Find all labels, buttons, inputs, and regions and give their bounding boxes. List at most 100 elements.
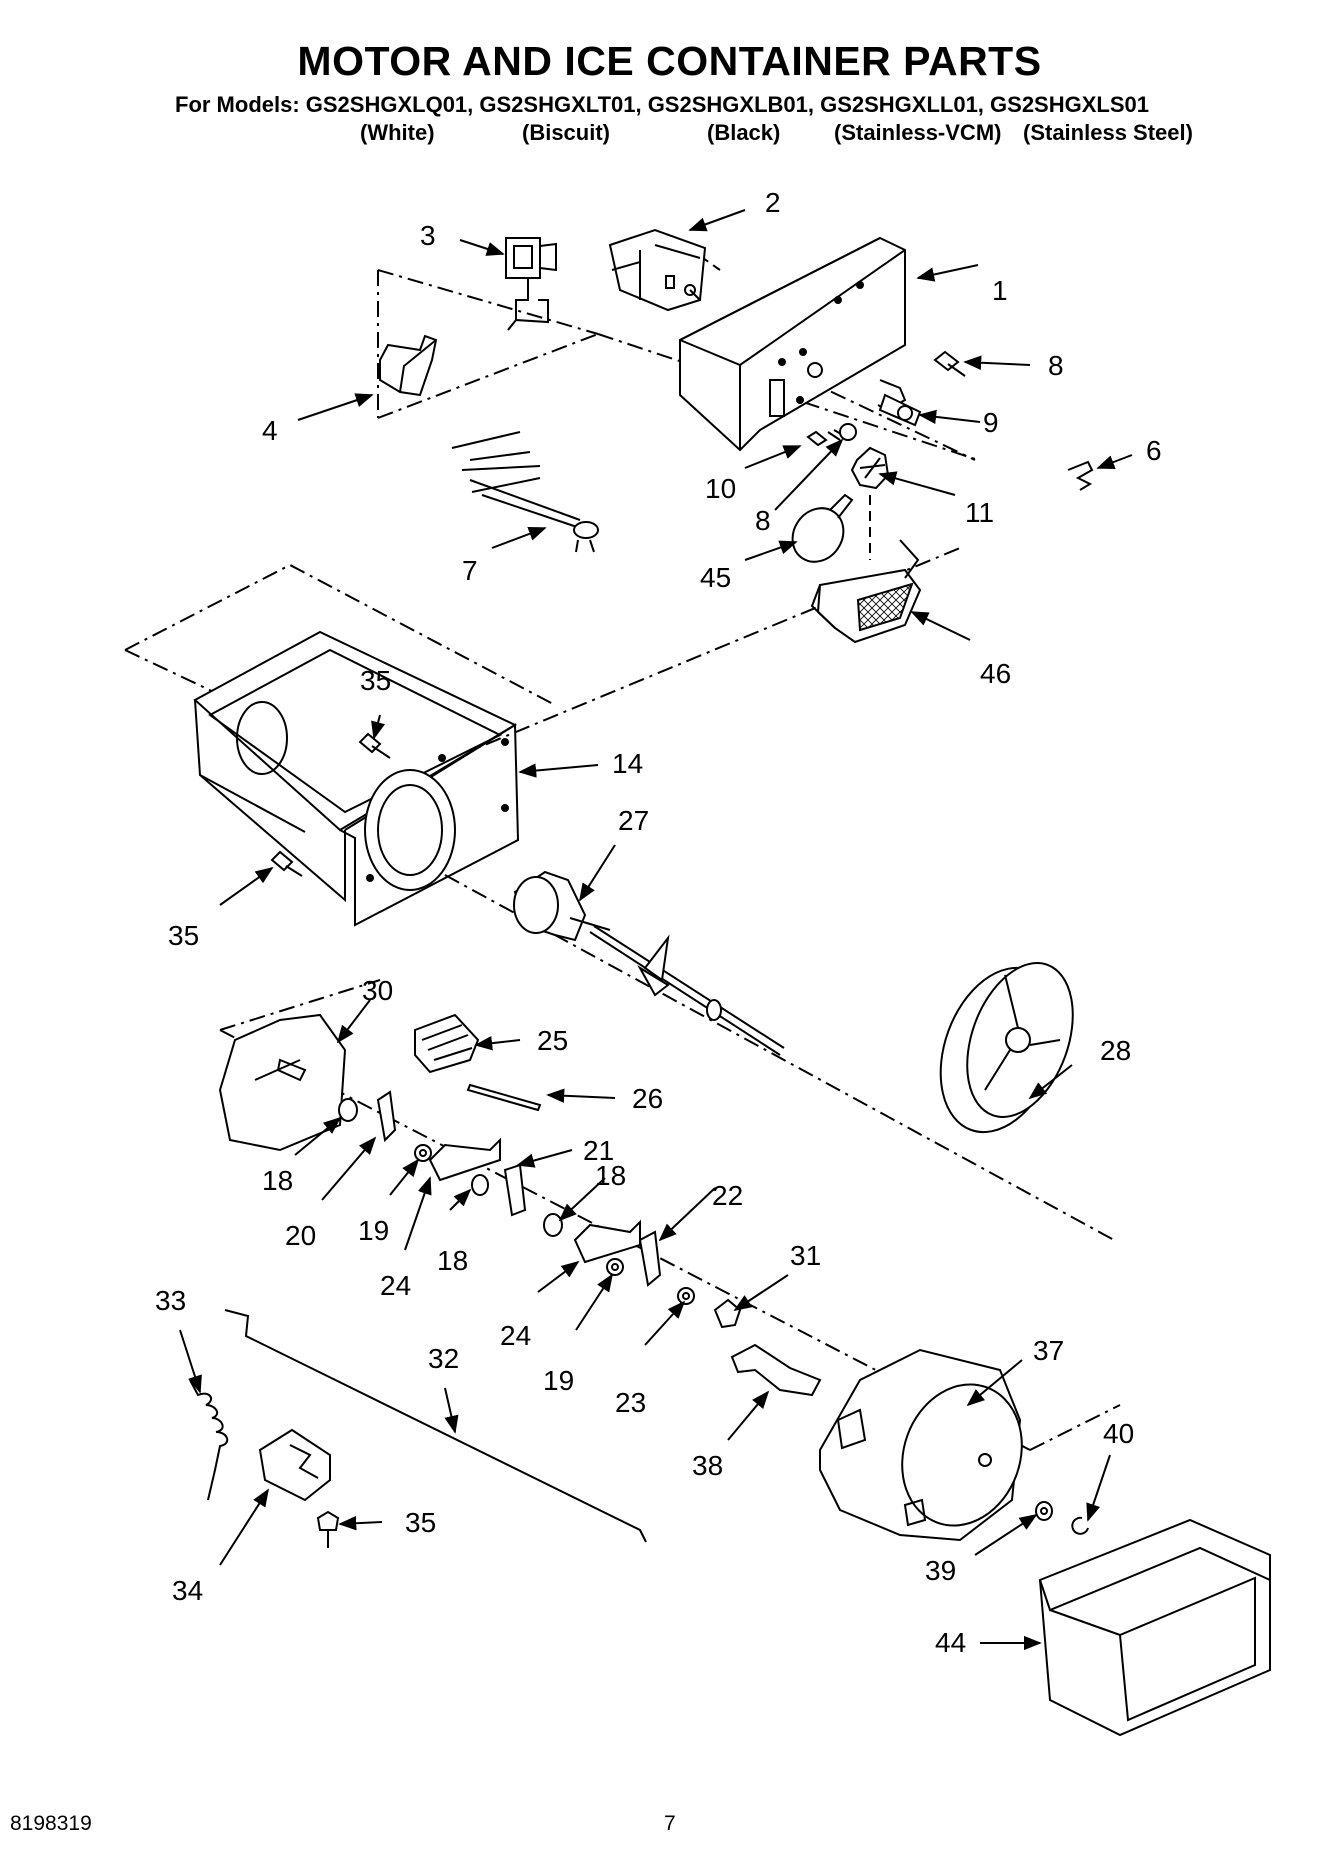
leader-10 (744, 445, 802, 469)
leader-7 (491, 526, 547, 549)
clip-part-6 (1067, 460, 1094, 491)
coupler-part-38 (730, 1343, 822, 1397)
auger-part-27 (513, 870, 785, 1056)
page-title: MOTOR AND ICE CONTAINER PARTS (297, 38, 1042, 84)
leader-8b (774, 438, 844, 511)
bracket-part-34 (258, 1428, 331, 1502)
callout-3: 3 (420, 220, 436, 251)
leader-25 (474, 1036, 521, 1051)
leader-38 (727, 1390, 770, 1441)
leader-45 (744, 540, 798, 561)
callout-18b: 18 (437, 1245, 468, 1276)
leader-19b (575, 1273, 613, 1331)
leader-14 (518, 763, 599, 778)
leader-19a (389, 1158, 420, 1196)
color-biscuit: (Biscuit) (522, 120, 610, 145)
valve-part-3 (505, 237, 557, 331)
bulb-part-45 (791, 493, 854, 563)
ice-container-part-14 (193, 630, 520, 927)
callout-2: 2 (765, 187, 781, 218)
leader-30 (336, 999, 371, 1044)
screw-part-35-a (358, 732, 391, 759)
callout-21: 21 (583, 1135, 614, 1166)
callout-9: 9 (983, 407, 999, 438)
callout-23: 23 (615, 1387, 646, 1418)
callout-24b: 24 (500, 1320, 531, 1351)
screw-part-35-c (316, 1510, 340, 1548)
leader-8a (963, 355, 1031, 370)
leader-22 (658, 1187, 716, 1242)
color-stainless-steel: (Stainless Steel) (1023, 120, 1193, 145)
callout-35a: 35 (360, 665, 391, 696)
callout-19b: 19 (543, 1365, 574, 1396)
dashed-plane-shaft (219, 874, 1121, 1451)
callout-24a: 24 (380, 1270, 411, 1301)
ring-part-40 (1071, 1516, 1089, 1535)
leader-40 (1086, 1454, 1111, 1522)
callout-14: 14 (612, 748, 643, 779)
leader-35b (219, 866, 274, 906)
leader-3 (459, 239, 505, 256)
color-stainless-vcm: (Stainless-VCM) (834, 120, 1002, 145)
callout-8a: 8 (1048, 350, 1064, 381)
callout-28: 28 (1100, 1035, 1131, 1066)
leader-33 (179, 1329, 202, 1394)
leader-1 (916, 264, 979, 282)
callout-30: 30 (362, 975, 393, 1006)
switch-part-2 (608, 228, 707, 312)
callout-35b: 35 (168, 920, 199, 951)
screw-part-8 (933, 350, 966, 377)
callout-46: 46 (980, 658, 1011, 689)
callout-27: 27 (618, 805, 649, 836)
callout-31: 31 (790, 1240, 821, 1271)
bracket-part-4 (379, 334, 438, 397)
callout-37: 37 (1033, 1335, 1064, 1366)
color-black: (Black) (707, 120, 781, 145)
leader-37 (966, 1359, 1023, 1407)
leader-6 (1096, 454, 1133, 469)
cover-part-44 (1038, 1518, 1271, 1737)
callout-20: 20 (285, 1220, 316, 1251)
leader-20 (321, 1136, 377, 1201)
leader-4 (297, 393, 374, 421)
leader-24b (537, 1260, 580, 1293)
callout-32: 32 (428, 1343, 459, 1374)
blade-stack-parts-18-24 (338, 1090, 742, 1329)
color-white: (White) (360, 120, 435, 145)
leader-28 (1028, 1064, 1073, 1100)
leader-26 (546, 1088, 616, 1103)
leader-18c (558, 1177, 606, 1222)
page-number: 7 (664, 1812, 676, 1835)
screw-part-35-b (270, 850, 303, 877)
callout-4: 4 (262, 415, 278, 446)
callout-35c: 35 (405, 1507, 436, 1538)
dashed-plane-upper (377, 269, 979, 461)
callout-26: 26 (632, 1083, 663, 1114)
spacer-part-9 (877, 379, 922, 427)
callout-6: 6 (1146, 435, 1162, 466)
callout-18a: 18 (262, 1165, 293, 1196)
leader-2 (688, 209, 746, 232)
leader-35a (371, 714, 386, 740)
callout-39: 39 (925, 1555, 956, 1586)
drum-part-28 (939, 962, 1074, 1134)
leader-35c (338, 1516, 383, 1531)
callout-38: 38 (692, 1450, 723, 1481)
leader-32 (444, 1387, 459, 1434)
leader-18a (294, 1116, 342, 1156)
leader-9 (918, 409, 981, 425)
rod-part-32 (224, 1309, 647, 1543)
callout-11: 11 (965, 497, 994, 528)
socket-part-11 (850, 446, 890, 490)
leader-34 (219, 1488, 269, 1566)
leader-24a (404, 1176, 432, 1251)
leader-46 (910, 611, 971, 641)
callout-8b: 8 (755, 505, 771, 536)
leader-21 (516, 1149, 573, 1168)
callout-19a: 19 (358, 1215, 389, 1246)
leader-18b (449, 1188, 472, 1211)
callout-25: 25 (537, 1025, 568, 1056)
leader-11 (878, 471, 956, 496)
callout-18c: 18 (595, 1160, 626, 1191)
